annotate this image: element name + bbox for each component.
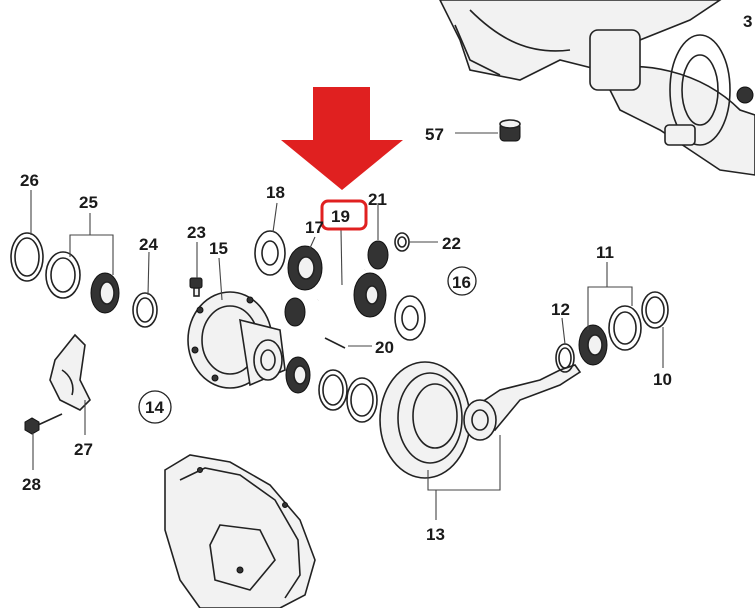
bearing-cap-27 (49, 333, 91, 411)
label-28: 28 (22, 475, 41, 494)
bolt-23 (189, 277, 203, 297)
differential-case-15 (187, 291, 286, 389)
label-25: 25 (79, 193, 98, 212)
label-17: 17 (305, 218, 324, 237)
highlight-box-19 (320, 199, 368, 231)
pinion-gear-21 (284, 240, 389, 327)
differential-cover (164, 454, 316, 608)
pin-20 (324, 337, 346, 349)
label-23: 23 (187, 223, 206, 242)
ring-gear-13 (379, 361, 582, 479)
label-15: 15 (209, 239, 228, 258)
callout-circle-14 (138, 390, 172, 424)
callout-circle-16 (447, 266, 477, 296)
bearing-25 (45, 251, 120, 314)
label-14: 14 (145, 398, 164, 417)
washer-22 (394, 232, 410, 252)
label-27: 27 (74, 440, 93, 459)
bearing-11 (578, 305, 642, 366)
label-57: 57 (425, 125, 444, 144)
label-10: 10 (653, 370, 672, 389)
thrust-washer-18 (254, 230, 286, 276)
label-12: 12 (551, 300, 570, 319)
seal-10 (641, 291, 669, 329)
shim-24 (132, 292, 158, 328)
side-gear-17 (287, 245, 323, 291)
label-20: 20 (375, 338, 394, 357)
case-bearing (285, 356, 378, 423)
label-3: 3 (743, 12, 752, 31)
label-21: 21 (368, 190, 387, 209)
label-19: 19 (331, 207, 350, 226)
label-16: 16 (452, 273, 471, 292)
label-24: 24 (139, 235, 158, 254)
label-13: 13 (426, 525, 445, 544)
bolt-28 (24, 413, 63, 435)
label-11: 11 (596, 243, 614, 262)
leader-lines (30, 132, 664, 520)
plug-57 (499, 119, 521, 142)
label-22: 22 (442, 234, 461, 253)
spacer-12 (555, 343, 575, 373)
seal-26 (10, 232, 44, 282)
label-26: 26 (20, 171, 39, 190)
label-18: 18 (266, 183, 285, 202)
thrust-washer-right (394, 295, 426, 341)
red-arrow-icon (281, 87, 403, 190)
axle-housing (439, 0, 755, 176)
